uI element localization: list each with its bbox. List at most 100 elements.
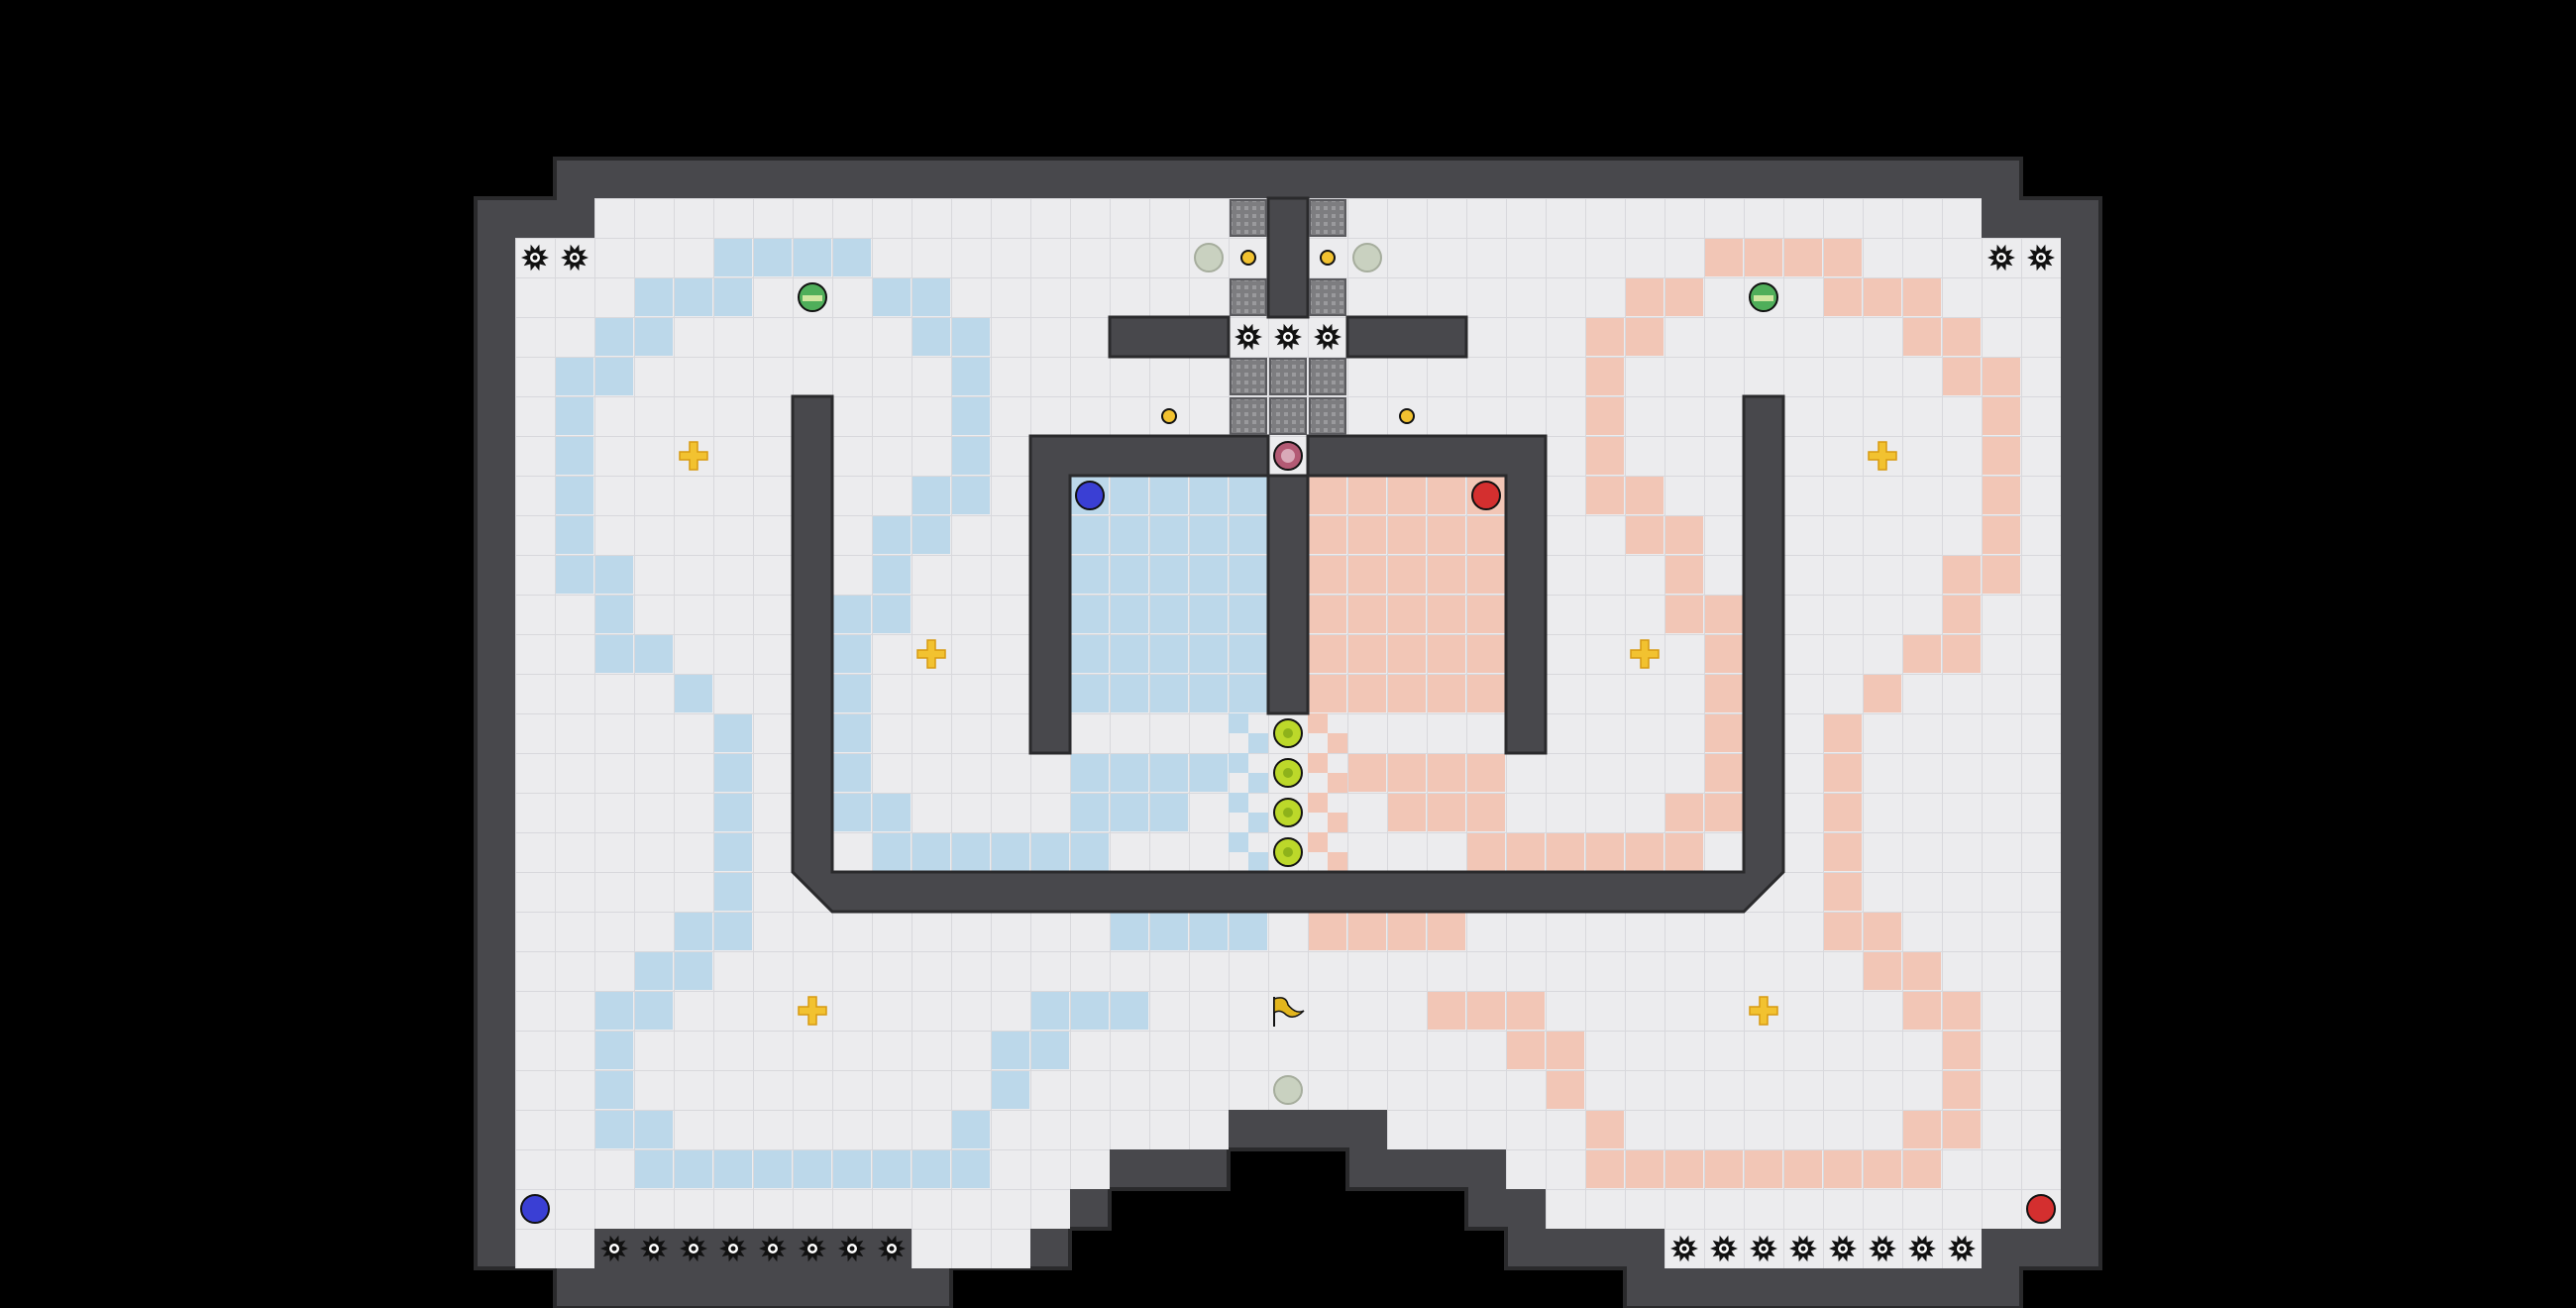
red-zone-tile [1388,596,1426,633]
blue-zone-tile [1150,635,1188,673]
red-zone-tile [1388,635,1426,673]
red-player [2026,1194,2056,1224]
red-zone-tile [1705,635,1743,673]
red-zone-tile [1903,1111,1941,1148]
blue-zone-tile [1111,556,1148,594]
blue-zone-tile [1071,596,1109,633]
blue-zone-tile [1230,913,1267,950]
red-zone-tile [1903,635,1941,673]
blue-zone-tile [754,239,792,276]
red-zone-tile [1943,1071,1981,1109]
spike-icon [1829,1235,1857,1262]
blue-zone-tile [595,358,633,395]
blue-zone-tile [873,1150,911,1188]
powerup-icon [798,282,827,312]
red-zone-tile [1507,833,1545,871]
red-checker-tile [1328,733,1347,753]
blue-zone-tile [1150,754,1188,792]
red-zone-tile [1626,477,1664,514]
red-zone-tile [1705,239,1743,276]
red-zone-tile [1705,596,1743,633]
red-zone-tile [1824,714,1862,752]
blue-zone-tile [635,992,673,1030]
boost-plus-icon [1630,639,1660,669]
red-zone-tile [1903,1150,1941,1188]
spike-icon [1314,323,1342,351]
red-zone-tile [1705,714,1743,752]
blue-zone-tile [833,635,871,673]
spike-icon [719,1235,747,1262]
red-zone-tile [1467,794,1505,831]
red-zone-tile [1348,477,1386,514]
red-zone-tile [1348,675,1386,712]
blue-zone-tile [1111,754,1148,792]
gate-icon [1309,278,1346,316]
blue-zone-tile [1150,794,1188,831]
bomb-icon [1273,441,1303,471]
spike-icon [1274,323,1302,351]
red-zone-tile [1467,754,1505,792]
blue-zone-tile [873,556,911,594]
red-zone-tile [1348,556,1386,594]
map-items [520,243,2056,1262]
spike-icon [1908,1235,1936,1262]
red-zone-tile [1943,318,1981,356]
blue-zone-tile [714,913,752,950]
red-zone-tile [1388,754,1426,792]
red-zone-tile [1428,675,1465,712]
red-zone-tile [1824,833,1862,871]
blue-zone-tile [873,833,911,871]
blue-zone-tile [952,833,990,871]
spike-icon [878,1235,906,1262]
gate-icon [1273,798,1303,827]
button-icon [1320,250,1336,266]
blue-zone-tile [1230,477,1267,514]
red-zone-tile [1467,516,1505,554]
blue-zone-tile [1111,675,1148,712]
gate-icon [1309,358,1346,395]
red-zone-tile [1586,1111,1624,1148]
red-zone-tile [1824,278,1862,316]
red-zone-tile [1586,477,1624,514]
blue-zone-tile [1071,635,1109,673]
blue-zone-tile [794,1150,831,1188]
blue-zone-tile [714,833,752,871]
blue-zone-tile [873,596,911,633]
red-zone-tile [1824,1150,1862,1188]
blue-zone-tile [1071,516,1109,554]
red-checker-tile [1308,713,1328,733]
red-zone-tile [1626,1150,1664,1188]
red-checker-tile [1308,753,1328,773]
wall-top-right-bar [1345,315,1468,359]
blue-zone-tile [714,278,752,316]
blue-zone-tile [952,397,990,435]
blue-zone-tile [1190,596,1228,633]
blue-zone-tile [1190,675,1228,712]
boost-plus-icon [798,996,827,1026]
blue-zone-tile [1071,833,1109,871]
blue-zone-tile [556,516,593,554]
blue-zone-tile [833,794,871,831]
gates [1230,199,1346,435]
red-zone-tile [1943,1032,1981,1069]
red-zone-tile [1586,1150,1624,1188]
red-zone-tile [1428,754,1465,792]
blue-zone-tile [1230,635,1267,673]
red-zone-tile [1626,833,1664,871]
red-zone-tile [1864,913,1901,950]
blue-zone-tile [952,1111,990,1148]
boost-plus-icon [1868,441,1897,471]
red-zone-tile [1824,794,1862,831]
blue-zone-tile [833,239,871,276]
spike-icon [1234,323,1262,351]
yellow-flag-icon [1273,997,1305,1027]
blue-zone-tile [1150,516,1188,554]
red-zone-tile [1388,675,1426,712]
blue-zone-tile [873,794,911,831]
blue-zone-tile [833,675,871,712]
blue-zone-tile [912,477,950,514]
spike-icon [2027,244,2055,272]
blue-zone-tile [794,239,831,276]
spike-icon [521,244,549,272]
powerup-icon [1749,282,1778,312]
